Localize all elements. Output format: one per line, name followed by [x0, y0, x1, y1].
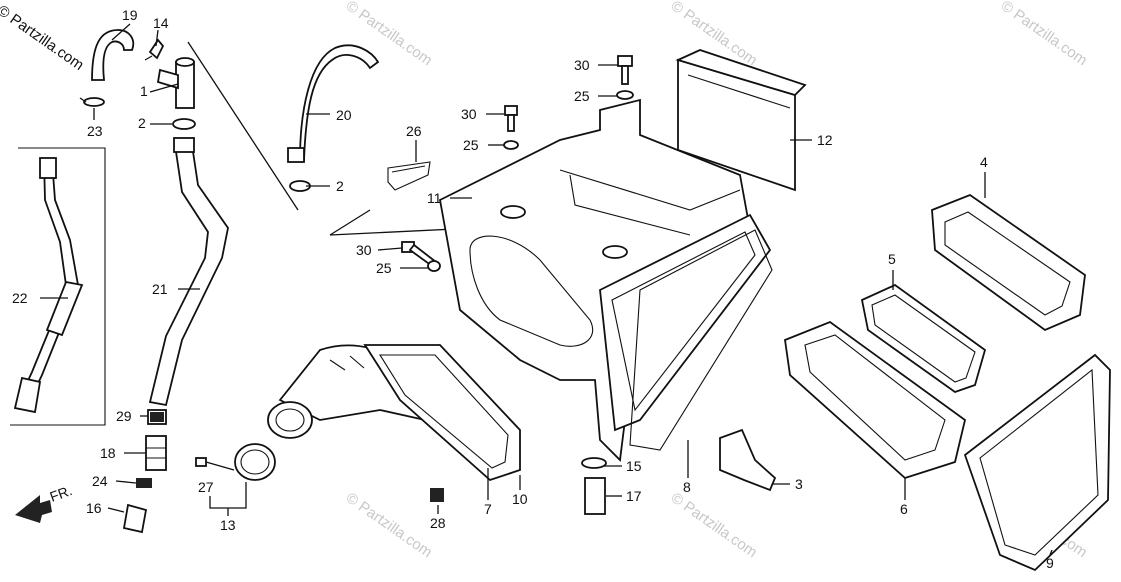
callout-25-mid: 25 [463, 137, 479, 153]
callout-30-low: 30 [356, 242, 372, 258]
callout-30-top: 30 [574, 57, 590, 73]
part-13-band[interactable] [234, 443, 276, 481]
part-28-nut[interactable] [430, 488, 444, 502]
front-marker-label: FR. [48, 482, 75, 505]
part-14-clip[interactable] [144, 38, 165, 61]
part-3-bracket[interactable] [719, 428, 777, 492]
part-27-screw[interactable] [195, 457, 235, 471]
front-arrow: FR. [15, 482, 74, 523]
callout-9: 9 [1046, 555, 1054, 571]
part-16-cap[interactable] [122, 503, 148, 534]
callout-6: 6 [900, 501, 908, 517]
callout-7: 7 [484, 501, 492, 517]
callout-25-low: 25 [376, 260, 392, 276]
callout-13: 13 [220, 517, 236, 533]
part-17-tube[interactable] [584, 477, 606, 515]
callout-14: 14 [153, 15, 169, 31]
callout-1: 1 [140, 83, 148, 99]
callout-30-mid: 30 [461, 106, 477, 122]
callout-labels: 19 14 1 23 2 20 2 22 21 29 18 24 16 27 1… [12, 7, 1054, 571]
callout-25-top: 25 [574, 88, 590, 104]
part-24-clip[interactable] [136, 478, 152, 488]
part-15-oring[interactable] [581, 457, 607, 469]
callout-28: 28 [430, 515, 446, 531]
callout-19: 19 [122, 7, 138, 23]
part-21-hose[interactable] [148, 137, 229, 407]
callout-12: 12 [817, 132, 833, 148]
part-9-side-cover[interactable] [963, 353, 1111, 572]
part-26-wire[interactable] [387, 161, 431, 191]
part-5-element[interactable] [860, 283, 987, 394]
callout-21: 21 [152, 281, 168, 297]
watermark-5: © Partzilla.com [668, 489, 761, 561]
callout-24: 24 [92, 473, 108, 489]
callout-29: 29 [116, 408, 132, 424]
part-2-clamp-upper[interactable] [172, 118, 196, 130]
part-30-bolt-mid[interactable] [504, 105, 518, 132]
callout-23: 23 [87, 123, 103, 139]
part-22-breather-tube[interactable] [10, 147, 106, 426]
callout-18: 18 [100, 445, 116, 461]
part-25-washer-low[interactable] [427, 260, 441, 272]
part-1-t-joint[interactable] [156, 57, 195, 109]
part-12-cover[interactable] [675, 49, 807, 192]
callout-22: 22 [12, 290, 28, 306]
part-19-hose[interactable] [91, 29, 135, 81]
part-25-washer-mid[interactable] [503, 140, 519, 150]
leader-lines [40, 23, 1053, 556]
callout-3: 3 [795, 476, 803, 492]
callout-11: 11 [427, 190, 442, 206]
callout-2-lower: 2 [336, 178, 344, 194]
part-29-nut[interactable] [147, 409, 167, 425]
part-23-clamp[interactable] [79, 97, 105, 107]
watermark-1: © Partzilla.com [343, 0, 436, 69]
callout-4: 4 [980, 154, 988, 170]
callout-17: 17 [626, 488, 642, 504]
callout-15: 15 [626, 458, 642, 474]
part-30-bolt-top[interactable] [617, 55, 633, 85]
part-20-hose[interactable] [287, 44, 380, 163]
callout-5: 5 [888, 251, 896, 267]
part-25-washer-top[interactable] [616, 90, 634, 100]
part-8-gasket[interactable] [629, 229, 773, 451]
callout-20: 20 [336, 107, 352, 123]
callout-8: 8 [683, 479, 691, 495]
part-4-element[interactable] [931, 193, 1086, 332]
part-10-boot-frame[interactable] [363, 344, 521, 482]
part-11-air-cleaner-case[interactable] [438, 98, 772, 462]
callout-27: 27 [198, 479, 214, 495]
callout-26: 26 [406, 123, 422, 139]
callout-16: 16 [86, 500, 102, 516]
watermark-4: © Partzilla.com [343, 489, 436, 561]
watermark-3: © Partzilla.com [998, 0, 1091, 69]
part-6-element-housing[interactable] [784, 320, 967, 480]
part-18-fitting[interactable] [145, 435, 167, 471]
callout-10: 10 [512, 491, 528, 507]
callout-2-upper: 2 [138, 115, 146, 131]
